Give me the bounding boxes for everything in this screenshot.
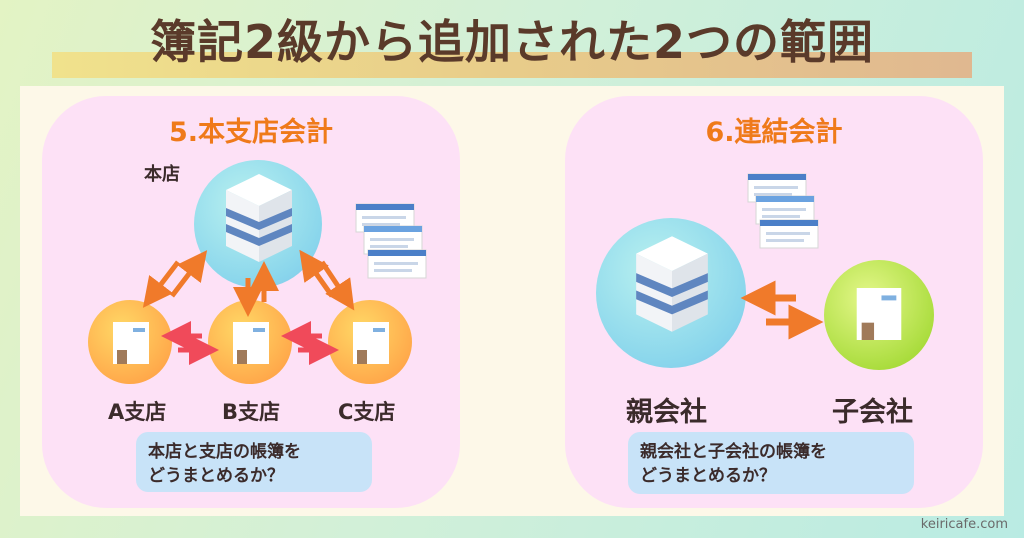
document-icon — [233, 322, 269, 364]
branch-accounting-heading: 5.本支店会計 — [168, 117, 334, 148]
bubble-line: どうまとめるか？ — [148, 466, 284, 486]
arrow-icon — [299, 249, 335, 298]
report-stack-icon — [747, 173, 819, 249]
site-watermark: keiricafe.com — [920, 517, 1008, 532]
page-title: 簿記2級から追加された2つの範囲 — [149, 15, 874, 69]
parent-company-label: 親会社 — [626, 397, 707, 428]
consolidation-heading: 6.連結会計 — [705, 117, 843, 148]
subsidiary-label: 子会社 — [832, 397, 913, 428]
building-icon — [226, 174, 292, 262]
bubble-line: 本店と支店の帳簿を — [148, 442, 301, 462]
arrow-icon — [170, 250, 208, 298]
title-highlight — [52, 52, 972, 78]
branch-c-label: C支店 — [338, 400, 396, 424]
branch-b-label: B支店 — [222, 400, 281, 424]
report-stack-icon — [355, 203, 427, 279]
consolidation-question-bubble: 親会社と子会社の帳簿を どうまとめるか？ — [628, 432, 914, 494]
branch-question-bubble: 本店と支店の帳簿を どうまとめるか？ — [136, 432, 372, 492]
document-icon — [353, 322, 389, 364]
head-office-label: 本店 — [144, 164, 180, 185]
arrow-icon — [142, 260, 180, 308]
bubble-line: 親会社と子会社の帳簿を — [640, 442, 827, 462]
document-icon — [113, 322, 149, 364]
branch-a-label: A支店 — [108, 400, 167, 424]
bubble-line: どうまとめるか？ — [640, 466, 776, 486]
document-icon — [856, 288, 902, 340]
building-icon — [636, 236, 708, 332]
